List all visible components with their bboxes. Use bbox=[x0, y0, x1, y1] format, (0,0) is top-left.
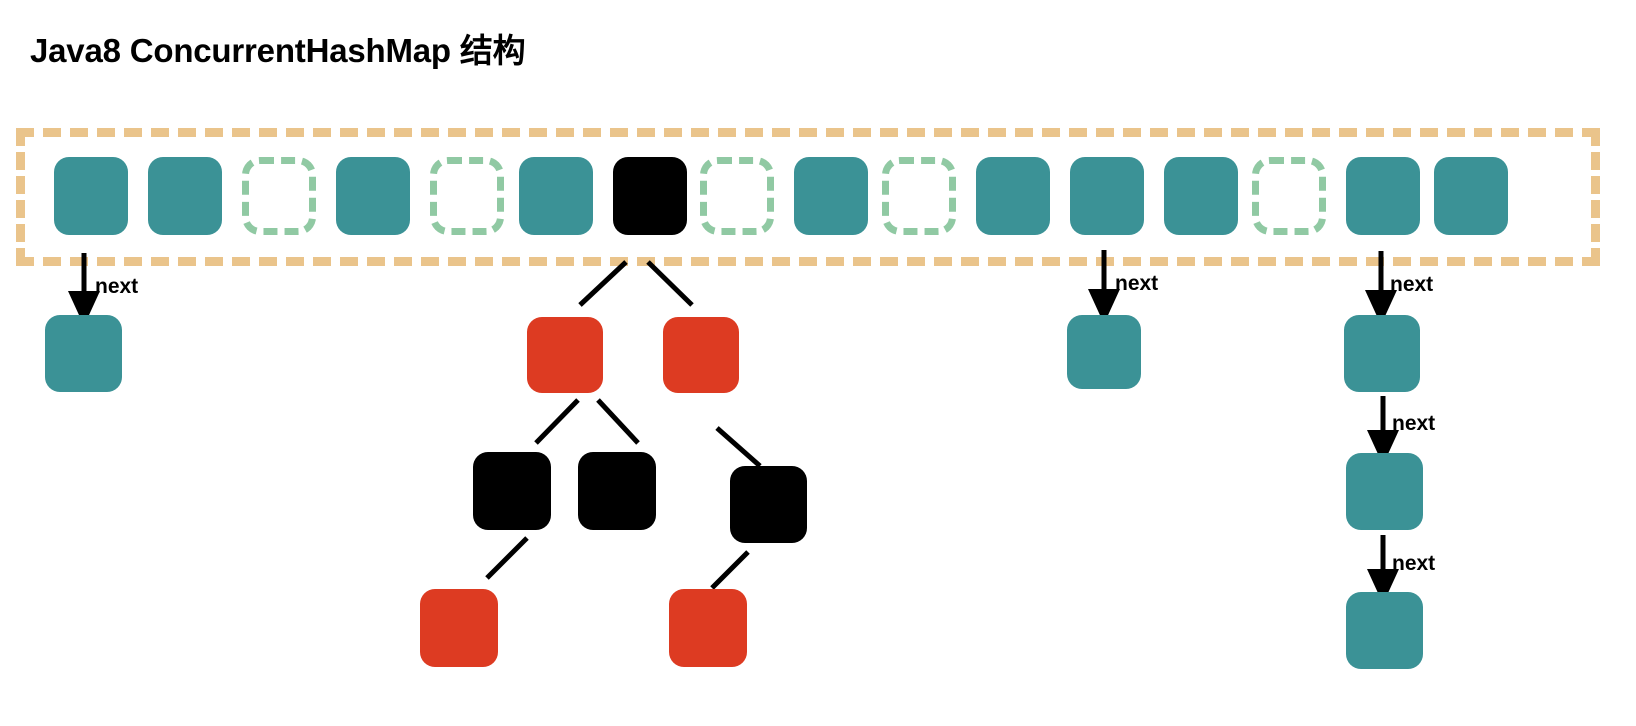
bucket-cell-15[interactable] bbox=[1434, 157, 1508, 235]
bucket-cell-11[interactable] bbox=[1070, 157, 1144, 235]
next-label-next-1: next bbox=[95, 275, 139, 298]
bucket-cell-9[interactable] bbox=[882, 157, 956, 235]
bucket-cell-4[interactable] bbox=[430, 157, 504, 235]
bucket-cell-6[interactable] bbox=[613, 157, 687, 235]
tree-edge-group bbox=[485, 260, 762, 590]
node-rbt-LLL[interactable] bbox=[420, 589, 498, 667]
tree-edge-rbt-LL-to-rbt-LLL bbox=[485, 536, 529, 580]
node-rbt-RRL[interactable] bbox=[669, 589, 747, 667]
tree-edge-rbt-R-to-rbt-RR bbox=[715, 426, 762, 468]
bucket-cell-0[interactable] bbox=[54, 157, 128, 235]
node-rbt-LL[interactable] bbox=[473, 452, 551, 530]
tree-edge-rbt-root-to-rbt-R bbox=[646, 260, 694, 307]
bucket-cell-8[interactable] bbox=[794, 157, 868, 235]
next-label-next-3: next bbox=[1390, 273, 1434, 296]
node-ll14-node-2[interactable] bbox=[1346, 453, 1423, 530]
next-label-next-4: next bbox=[1392, 412, 1436, 435]
bucket-cell-13[interactable] bbox=[1252, 157, 1326, 235]
node-rbt-R[interactable] bbox=[663, 317, 739, 393]
bucket-cell-10[interactable] bbox=[976, 157, 1050, 235]
page-title: Java8 ConcurrentHashMap 结构 bbox=[30, 32, 526, 69]
bucket-cell-5[interactable] bbox=[519, 157, 593, 235]
node-ll0-node-1[interactable] bbox=[45, 315, 122, 392]
tree-edge-rbt-L-to-rbt-LR bbox=[596, 398, 640, 445]
bucket-cell-1[interactable] bbox=[148, 157, 222, 235]
node-ll11-node-1[interactable] bbox=[1067, 315, 1141, 389]
node-rbt-RR[interactable] bbox=[730, 466, 807, 543]
node-ll14-node-1[interactable] bbox=[1344, 315, 1420, 392]
tree-edge-rbt-L-to-rbt-LL bbox=[534, 398, 580, 445]
bucket-cell-14[interactable] bbox=[1346, 157, 1420, 235]
bucket-cell-12[interactable] bbox=[1164, 157, 1238, 235]
hash-bucket-array bbox=[16, 128, 1600, 266]
tree-edge-rbt-root-to-rbt-L bbox=[578, 260, 628, 307]
next-label-next-5: next bbox=[1392, 552, 1436, 575]
tree-edge-rbt-RR-to-rbt-RRL bbox=[710, 550, 750, 590]
bucket-cell-3[interactable] bbox=[336, 157, 410, 235]
next-label-next-2: next bbox=[1115, 272, 1159, 295]
bucket-cell-2[interactable] bbox=[242, 157, 316, 235]
node-rbt-L[interactable] bbox=[527, 317, 603, 393]
bucket-cell-7[interactable] bbox=[700, 157, 774, 235]
bucket-cell-list bbox=[25, 137, 1591, 257]
node-rbt-LR[interactable] bbox=[578, 452, 656, 530]
node-ll14-node-3[interactable] bbox=[1346, 592, 1423, 669]
